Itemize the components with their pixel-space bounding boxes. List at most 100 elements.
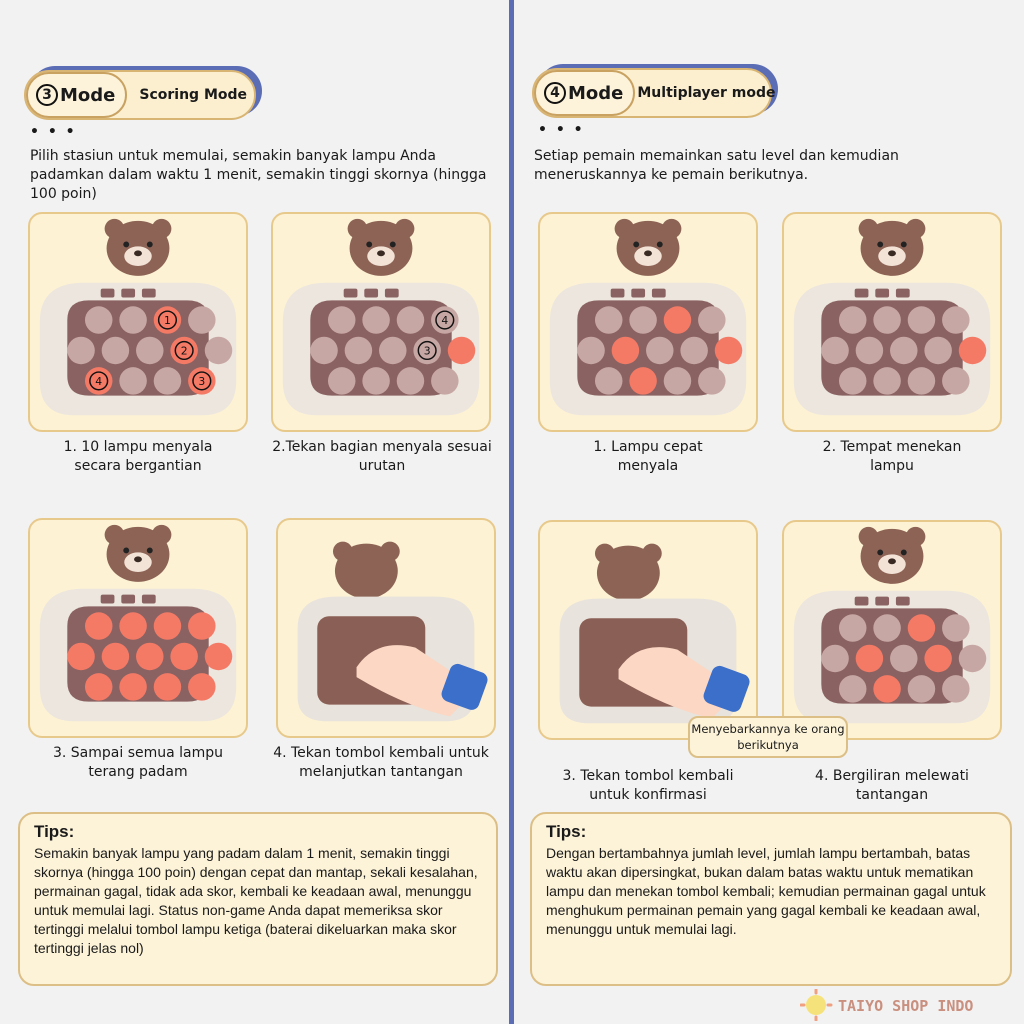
tips-box: Tips: Semakin banyak lampu yang padam da… — [18, 812, 498, 986]
unlit-button — [907, 675, 936, 703]
lit-button — [714, 336, 743, 365]
tips-text: Semakin banyak lampu yang padam dalam 1 … — [34, 845, 478, 956]
lit-button — [153, 612, 182, 640]
unlit-button — [344, 336, 373, 365]
order-mark: 3 — [424, 344, 431, 357]
mode-label: Mode — [568, 82, 624, 104]
dots: • • • — [30, 124, 77, 140]
mode-number: 4 — [544, 82, 566, 104]
unlit-button — [431, 306, 459, 334]
unlit-button — [577, 336, 605, 365]
lit-button — [84, 612, 113, 640]
unlit-button — [907, 367, 936, 395]
bear-head-icon — [104, 524, 172, 582]
lit-button — [153, 306, 182, 334]
unlit-button — [838, 306, 867, 334]
lit-button — [188, 367, 216, 395]
center-divider — [509, 0, 514, 1024]
unlit-button — [942, 675, 970, 703]
lit-button — [447, 336, 476, 365]
unlit-button — [594, 367, 623, 395]
lit-button — [84, 673, 113, 701]
order-mark: 1 — [164, 314, 171, 327]
unlit-button — [431, 367, 459, 395]
unlit-button — [188, 306, 216, 334]
lit-button — [188, 612, 216, 640]
unlit-button — [646, 336, 674, 365]
mode-name: Multiplayer mode — [637, 85, 776, 101]
step-caption: 3. Sampai semua lampu terang padam — [52, 745, 224, 780]
watermark-logo: TAIYO SHOP INDO — [800, 989, 973, 1021]
step-card — [782, 520, 1002, 740]
tips-title: Tips: — [546, 822, 587, 841]
unlit-button — [873, 614, 901, 642]
unlit-button — [680, 336, 708, 365]
unlit-button — [379, 336, 407, 365]
step-card — [28, 518, 248, 738]
unlit-button — [873, 306, 901, 334]
unlit-button — [890, 336, 918, 365]
lit-button — [188, 673, 216, 701]
unlit-button — [663, 367, 692, 395]
unlit-button — [838, 614, 867, 642]
unlit-button — [698, 367, 726, 395]
unlit-button — [821, 336, 849, 365]
unlit-button — [362, 367, 390, 395]
lit-button — [84, 367, 113, 395]
lit-button — [67, 642, 95, 671]
tips-title: Tips: — [34, 822, 75, 841]
bear-head-icon — [858, 526, 926, 584]
pass-tooltip: Menyebarkannya ke orang berikutnya — [688, 716, 848, 758]
step-caption: 1. 10 lampu menyala secara bergantian — [63, 439, 213, 474]
lit-button — [101, 642, 130, 671]
lit-button — [119, 673, 147, 701]
unlit-button — [327, 306, 356, 334]
bear-head-icon — [614, 218, 682, 276]
mode-label: Mode — [60, 84, 116, 106]
order-mark: 2 — [181, 344, 188, 357]
lit-button — [170, 642, 198, 671]
bear-head-icon — [332, 541, 400, 599]
unlit-button — [942, 614, 970, 642]
intro-text: Setiap pemain memainkan satu level dan k… — [534, 148, 899, 183]
lit-button — [204, 642, 233, 671]
lit-button — [924, 644, 952, 673]
unlit-button — [838, 367, 867, 395]
bear-head-icon — [104, 218, 172, 276]
unlit-button — [136, 336, 164, 365]
order-mark: 4 — [441, 314, 448, 327]
lit-button — [663, 306, 692, 334]
lit-button — [170, 336, 198, 365]
unlit-button — [67, 336, 95, 365]
unlit-button — [873, 367, 901, 395]
step-caption: 4. Tekan tombol kembali untuk melanjutka… — [273, 745, 489, 780]
sleeve — [703, 665, 750, 712]
unlit-button — [396, 367, 425, 395]
unlit-button — [413, 336, 441, 365]
sleeve — [441, 663, 488, 710]
intro-text: Pilih stasiun untuk memulai, semakin ban… — [30, 148, 487, 202]
unlit-button — [119, 367, 147, 395]
tips-box: Tips: Dengan bertambahnya jumlah level, … — [530, 812, 1012, 986]
unlit-button — [907, 306, 936, 334]
watermark-text: TAIYO SHOP INDO — [838, 997, 973, 1015]
unlit-button — [396, 306, 425, 334]
order-mark: 4 — [95, 375, 102, 388]
unlit-button — [924, 336, 952, 365]
unlit-button — [958, 644, 987, 673]
unlit-button — [890, 644, 918, 673]
lit-button — [119, 612, 147, 640]
lit-button — [629, 367, 657, 395]
unlit-button — [698, 306, 726, 334]
unlit-button — [84, 306, 113, 334]
step-card — [538, 212, 758, 432]
unlit-button — [119, 306, 147, 334]
mode-number: 3 — [36, 84, 58, 106]
lit-button — [611, 336, 640, 365]
unlit-button — [153, 367, 182, 395]
